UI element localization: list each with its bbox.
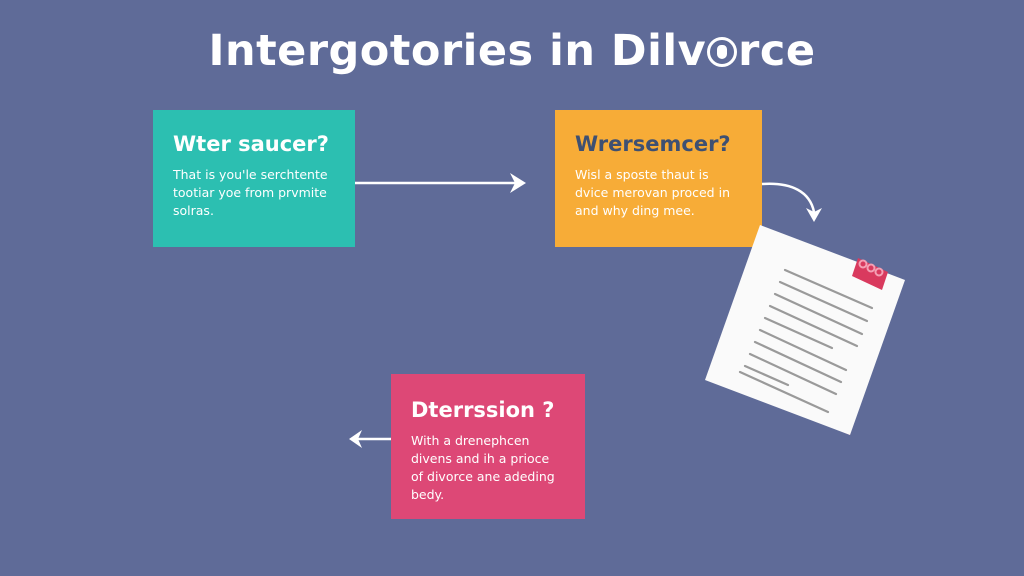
title-prefix: Intergotories in Dilv (208, 26, 707, 76)
shield-emblem-icon (707, 37, 738, 67)
card-body: Wisl a sposte thaut is dvice merovan pro… (575, 167, 730, 218)
arrow-right-icon (355, 173, 526, 193)
page-title: Intergotories in Dilv rce (0, 26, 1024, 76)
card-heading: Wter saucer? (173, 132, 329, 156)
card-body: With a drenephcen divens and ih a prioce… (411, 433, 555, 502)
card-body: That is you'le serchtente tootiar yoe fr… (173, 167, 328, 218)
card-pink: Dterrssion ? With a drenephcen divens an… (391, 374, 585, 519)
arrow-left-icon (349, 430, 391, 448)
card-teal: Wter saucer? That is you'le serchtente t… (153, 110, 355, 247)
curved-arrow-down-icon (761, 182, 822, 222)
card-heading: Dterrssion ? (411, 398, 555, 422)
card-heading: Wrersemcer? (575, 132, 731, 156)
card-orange: Wrersemcer? Wisl a sposte thaut is dvice… (555, 110, 762, 247)
title-suffix: rce (738, 26, 816, 76)
document-icon (705, 225, 905, 435)
